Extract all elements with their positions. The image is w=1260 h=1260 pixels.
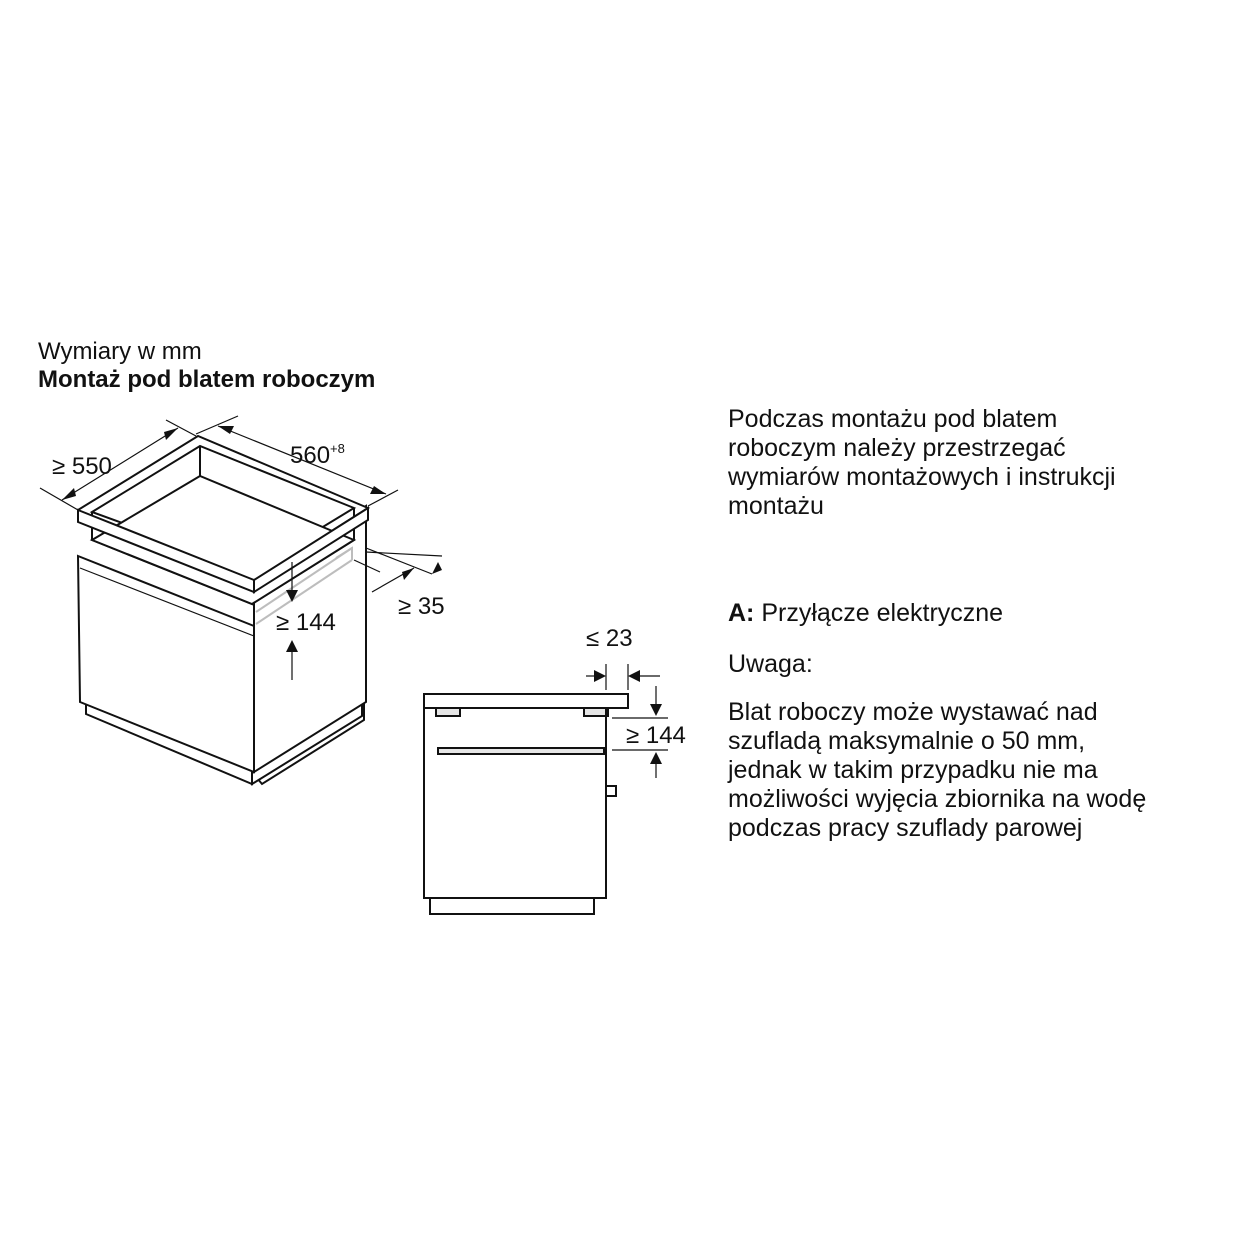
dimension-overhang bbox=[586, 664, 660, 690]
note-line-4: możliwości wyjęcia zbiornika na wodę bbox=[728, 785, 1146, 813]
countertop-support-right bbox=[583, 707, 609, 717]
info-line-4: montażu bbox=[728, 492, 824, 520]
info-line-3: wymiarów montażowych i instrukcji bbox=[727, 463, 1116, 491]
note-line-5: podczas pracy szuflady parowej bbox=[728, 814, 1082, 842]
niche-floor bbox=[89, 474, 357, 606]
drawer-front-panel bbox=[76, 554, 255, 774]
dimension-side-height bbox=[612, 686, 668, 778]
side-cabinet-body bbox=[423, 708, 607, 899]
countertop-side-edge bbox=[253, 506, 369, 594]
width-label: 560+8 bbox=[290, 441, 345, 469]
countertop-support-left bbox=[435, 707, 461, 717]
electrical-connector bbox=[605, 785, 617, 797]
drawer-front-top-edge bbox=[79, 567, 255, 637]
countertop-slab bbox=[423, 693, 629, 709]
note-line-1: Blat roboczy może wystawać nad bbox=[728, 698, 1098, 726]
side-height-label: ≥ 144 bbox=[626, 722, 686, 749]
legend-item-a: A: Przyłącze elektryczne bbox=[728, 599, 1003, 627]
depth-label: ≥ 550 bbox=[52, 453, 112, 480]
side-gap-label: ≥ 35 bbox=[398, 593, 445, 620]
note-paragraph: Blat roboczy może wystawać nad szufladą … bbox=[727, 698, 1146, 842]
iso-height-label: ≥ 144 bbox=[276, 609, 336, 636]
note-line-3: jednak w takim przypadku nie ma bbox=[727, 756, 1098, 784]
inner-guide-line-b bbox=[255, 547, 353, 613]
info-paragraph: Podczas montażu pod blatem roboczym nale… bbox=[727, 405, 1116, 520]
inner-guide-line-a bbox=[255, 559, 353, 625]
overhang-label: ≤ 23 bbox=[586, 625, 633, 652]
note-label: Uwaga: bbox=[728, 650, 813, 678]
isometric-cabinet bbox=[76, 434, 371, 786]
side-plinth bbox=[429, 897, 595, 915]
note-line-2: szufladą maksymalnie o 50 mm, bbox=[728, 727, 1085, 755]
units-label: Wymiary w mm bbox=[38, 338, 202, 365]
info-line-1: Podczas montażu pod blatem bbox=[728, 405, 1057, 433]
inner-guide-line-c bbox=[335, 546, 353, 560]
dimension-depth bbox=[39, 419, 197, 511]
diagram-title: Montaż pod blatem roboczym bbox=[38, 366, 375, 393]
side-view-drawing bbox=[423, 693, 629, 915]
dimension-width bbox=[195, 415, 399, 507]
dimension-iso-height bbox=[286, 562, 298, 680]
dimension-side-gap bbox=[353, 547, 443, 593]
drawer-top-rail bbox=[437, 747, 605, 755]
info-line-2: roboczym należy przestrzegać bbox=[728, 434, 1066, 462]
